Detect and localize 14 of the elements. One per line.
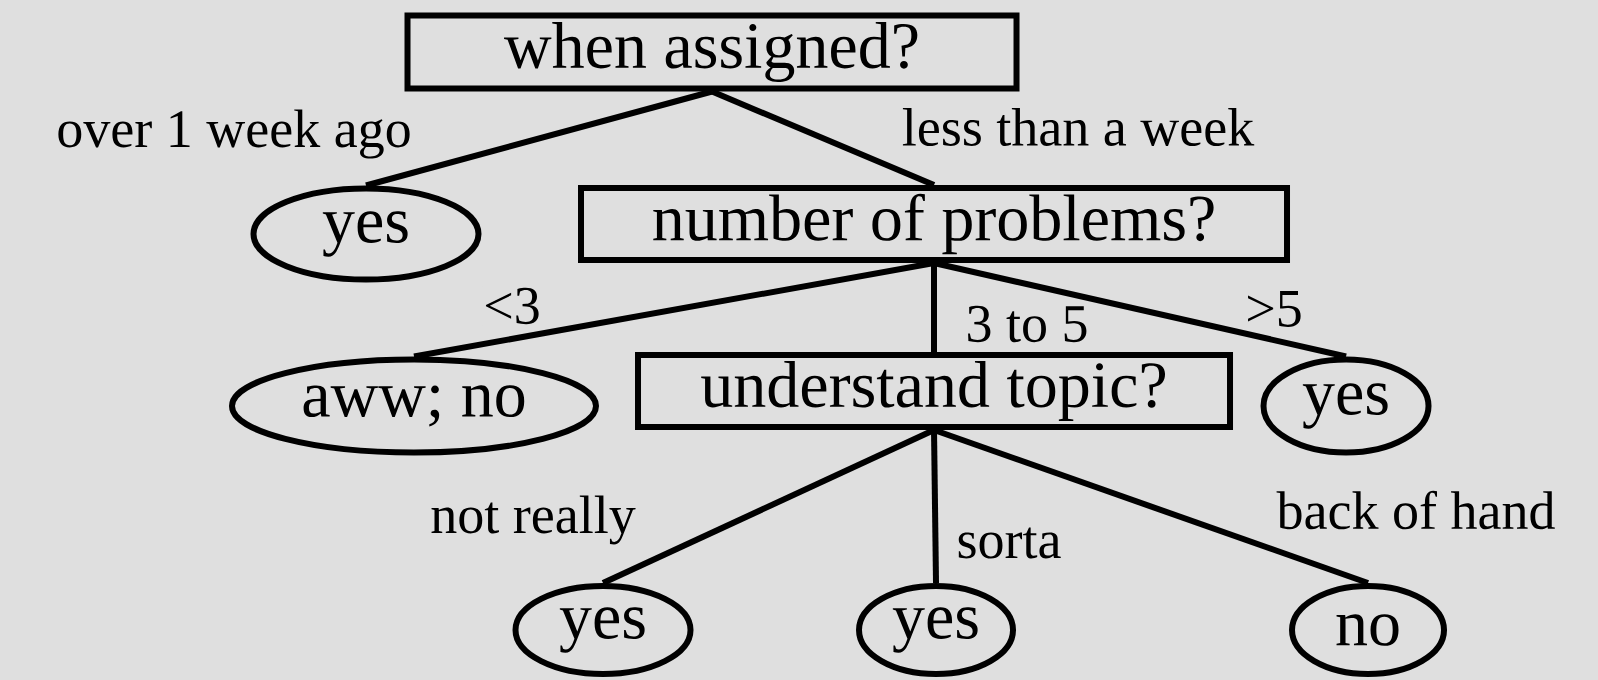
edge-label: sorta — [955, 526, 1063, 560]
decision-box: when assigned? — [404, 12, 1020, 92]
branch-line — [931, 263, 937, 352]
edge-label: 3 to 5 — [964, 304, 1090, 344]
edge-label: over 1 week ago — [55, 108, 413, 160]
decision-box: number of problems? — [578, 185, 1290, 263]
edge-label: less than a week — [900, 107, 1256, 147]
edge-label: >5 — [1244, 290, 1304, 328]
decision-box: understand topic? — [635, 352, 1233, 430]
edge-label: not really — [429, 494, 637, 546]
edge-label: <3 — [482, 286, 542, 326]
branch-line — [710, 88, 936, 188]
edge-label: back of hand — [1275, 489, 1557, 531]
branch-line — [365, 88, 713, 189]
